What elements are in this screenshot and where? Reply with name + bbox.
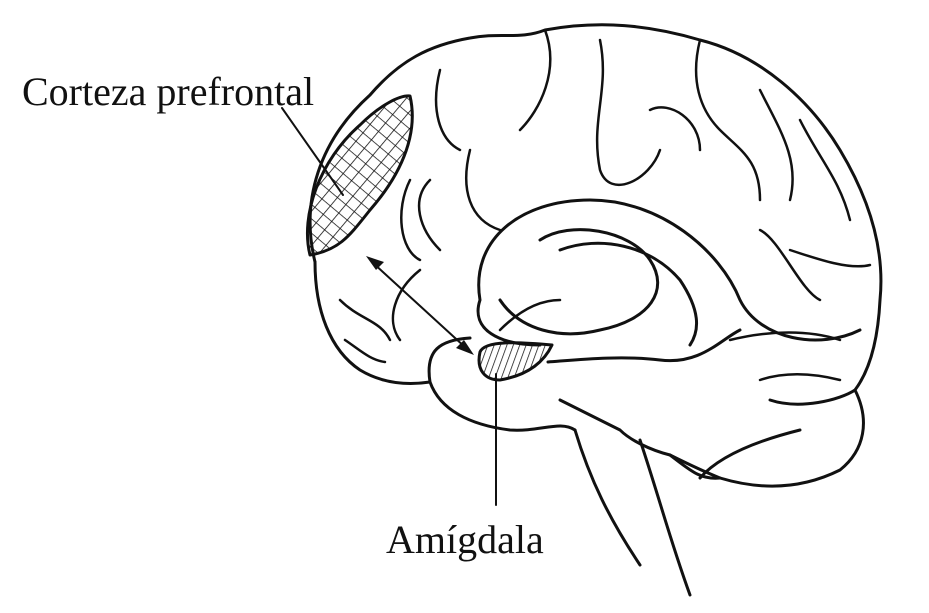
gyri: [338, 28, 872, 382]
prefrontal-leader-line: [281, 107, 344, 196]
amygdala-region: [477, 341, 554, 382]
frontal-lobe-lower: [313, 260, 432, 386]
amygdala-label: Amígdala: [386, 517, 544, 562]
prefrontal-cortex-label: Corteza prefrontal: [22, 69, 315, 114]
prefrontal-cortex-region: [305, 94, 414, 257]
connection-arrow: [366, 256, 474, 355]
cerebellum-outline: [698, 388, 857, 480]
brainstem-outline: [573, 428, 722, 597]
temporal-lobe: [427, 328, 742, 432]
corpus-callosum: [476, 198, 862, 347]
brain-outline: [308, 23, 883, 488]
